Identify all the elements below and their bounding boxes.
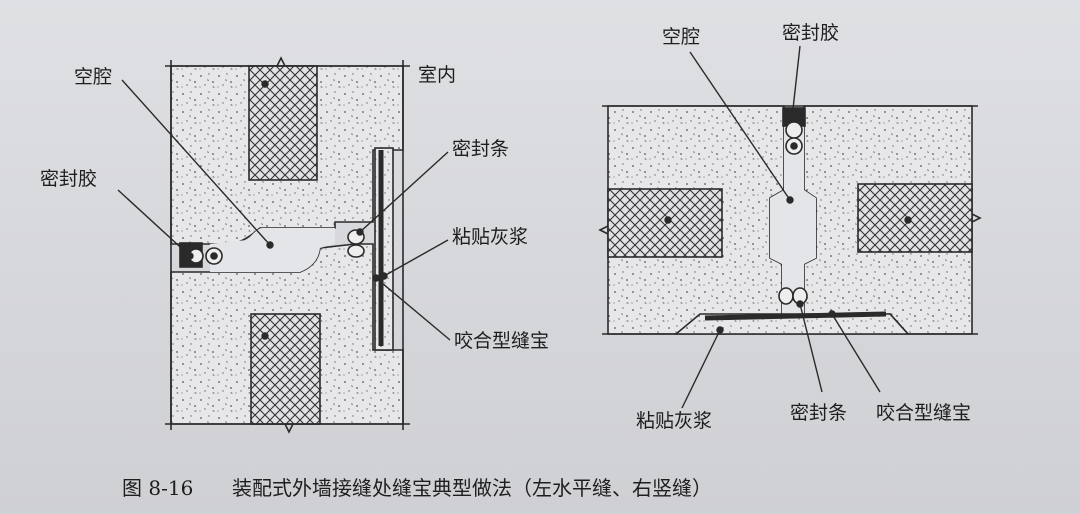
right-diagram [598,45,982,409]
figure-caption: 图 8-16 装配式外墙接缝处缝宝典型做法（左水平缝、右竖缝） [122,472,712,501]
left-mortar-label: 粘贴灰浆 [452,226,529,248]
right-cavity-label: 空腔 [662,26,701,48]
left-diagram [117,56,451,434]
right-right-insulation [857,183,973,253]
left-joint-cover [374,147,394,351]
left-cavity [210,228,335,272]
left-joint-cover-label: 咬合型缝宝 [454,330,550,352]
right-seal-strip [778,287,794,305]
left-indoor-label: 室内 [418,64,457,86]
right-seal-strip-label: 密封条 [790,402,848,424]
right-cavity [770,110,816,320]
left-seal-strip-label: 密封条 [452,138,510,160]
right-left-insulation [607,188,723,258]
left-bottom-insulation [250,313,321,425]
left-sealant-label: 密封胶 [40,168,98,190]
right-joint-cover-label: 咬合型缝宝 [876,402,972,424]
figure-number: 图 8-16 [122,476,194,500]
left-top-insulation [248,65,318,181]
right-mortar-label: 粘贴灰浆 [636,410,713,432]
right-sealant-label: 密封胶 [782,22,840,44]
left-cavity-label: 空腔 [74,66,113,88]
figure-title: 装配式外墙接缝处缝宝典型做法（左水平缝、右竖缝） [232,476,713,500]
